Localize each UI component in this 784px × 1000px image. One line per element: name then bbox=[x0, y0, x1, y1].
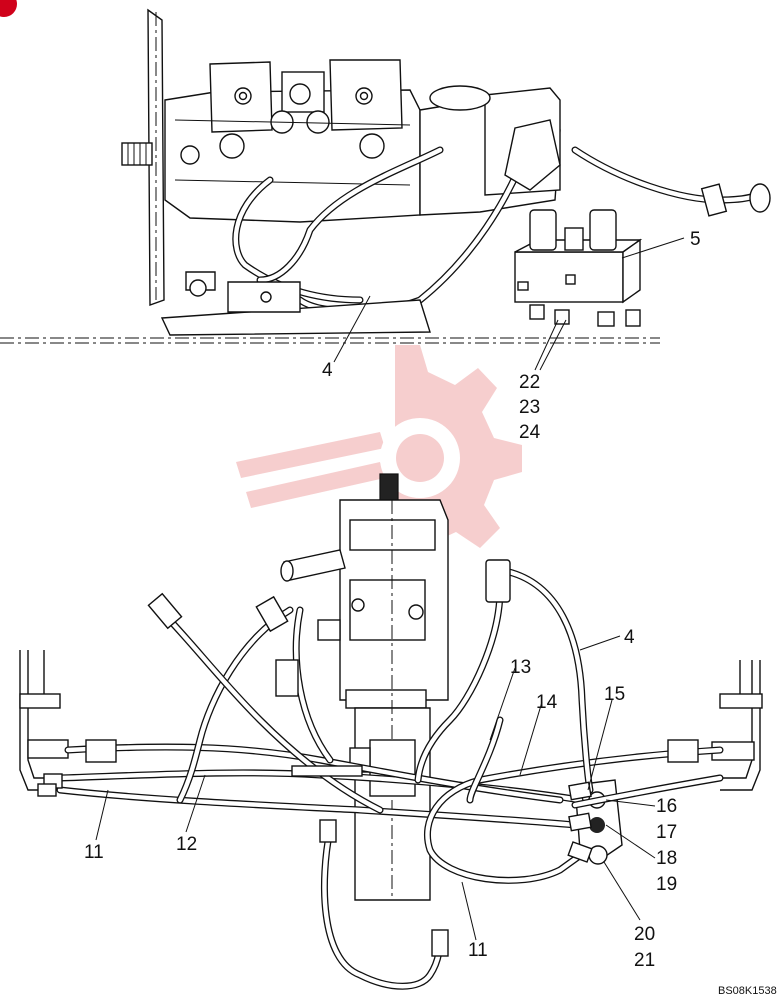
callout-19: 19 bbox=[656, 874, 677, 895]
solenoid-a bbox=[529, 209, 557, 251]
drive-shaft bbox=[121, 142, 153, 166]
callout-17: 17 bbox=[656, 822, 677, 843]
solenoid-b bbox=[589, 209, 617, 251]
callout-20: 20 bbox=[634, 924, 655, 945]
callout-23: 23 bbox=[519, 397, 540, 418]
elbow-fitting bbox=[504, 119, 561, 191]
callout-14: 14 bbox=[536, 692, 558, 713]
callout-22: 22 bbox=[519, 372, 540, 393]
bottom-pump-assembly bbox=[19, 473, 763, 990]
callout-13: 13 bbox=[510, 657, 531, 678]
shaft-stub bbox=[379, 473, 399, 501]
callout-21: 21 bbox=[634, 950, 655, 971]
callout-18: 18 bbox=[656, 848, 677, 869]
callout-labels: 5 4 22 23 24 4 15 13 14 16 17 18 19 20 2… bbox=[84, 229, 777, 997]
callout-15: 15 bbox=[604, 684, 625, 705]
callout-11-left: 11 bbox=[84, 842, 104, 863]
figure-code: BS08K1538 bbox=[718, 985, 777, 997]
leader-lines bbox=[95, 237, 685, 941]
callout-4-top: 4 bbox=[322, 360, 333, 381]
callout-12: 12 bbox=[176, 834, 197, 855]
corner-mark-icon bbox=[0, 0, 17, 17]
top-pump-assembly bbox=[0, 8, 771, 344]
callout-4-bottom: 4 bbox=[624, 627, 635, 648]
callout-16: 16 bbox=[656, 796, 677, 817]
callout-24: 24 bbox=[519, 422, 541, 443]
callout-5: 5 bbox=[690, 229, 701, 250]
callout-11-bottom: 11 bbox=[468, 940, 488, 961]
